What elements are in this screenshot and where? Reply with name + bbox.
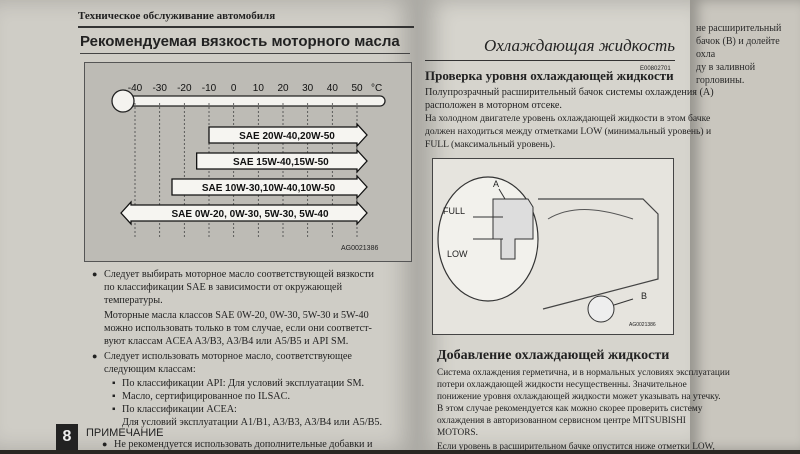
page-number: 8 bbox=[56, 424, 78, 450]
text-line: потери охлаждающей жидкости несущественн… bbox=[437, 380, 687, 390]
section-title-oil: Рекомендуемая вязкость моторного масла bbox=[80, 33, 400, 50]
tick-label: 30 bbox=[302, 83, 314, 94]
text-line: расположен в моторном отсеке. bbox=[425, 100, 562, 111]
text-line: охлаждения в авторизованном сервисном це… bbox=[437, 416, 686, 426]
engine-outline bbox=[538, 198, 659, 310]
label-low: LOW bbox=[447, 249, 468, 259]
bullet-2: Следует использовать моторное масло, соо… bbox=[92, 350, 352, 376]
text-line: В этом случае рекомендуется как можно ск… bbox=[437, 404, 703, 414]
section-title-coolant: Охлаждающая жидкость bbox=[484, 36, 676, 55]
tick-label: 50 bbox=[351, 83, 363, 94]
paragraph-tank: Полупрозрачный расширительный бачок сист… bbox=[425, 86, 714, 112]
subtitle-check-level: Проверка уровня охлаждающей жидкости bbox=[425, 68, 674, 83]
viscosity-chart-svg: -40 -30 -20 -10 0 10 20 30 40 50 °C SAE 20W-40,20W-… bbox=[111, 83, 386, 238]
text-line: по классификации SAE в зависимости от ок… bbox=[104, 282, 343, 293]
note-title: ПРИМЕЧАНИЕ bbox=[86, 427, 164, 439]
diagram-code: AG0021386 bbox=[629, 322, 656, 328]
text-line: не расширительный bbox=[696, 23, 782, 34]
subitem-acea: По классификации ACEA: bbox=[112, 403, 237, 416]
text-line: Следует использовать моторное масло, соо… bbox=[104, 351, 352, 362]
text-line: вуют классам ACEA A3/B3, A3/B4 или A5/B5… bbox=[104, 336, 349, 347]
text-line: Следует выбирать моторное масло соответс… bbox=[104, 269, 374, 280]
subitem-api: По классификации API: Для условий эксплу… bbox=[112, 377, 364, 390]
paragraph-system: Система охлаждения герметична, и в норма… bbox=[437, 367, 730, 439]
text-line: понижение уровня охлаждающей жидкости мо… bbox=[437, 392, 721, 402]
viscosity-chart: -40 -30 -20 -10 0 10 20 30 40 50 °C SAE 20W-40,20W-… bbox=[84, 62, 412, 262]
thermometer-bulb bbox=[111, 89, 135, 113]
label-a: A bbox=[493, 179, 500, 189]
text-line: можно использовать только в том случае, … bbox=[104, 323, 372, 334]
text-line: следующим классам: bbox=[104, 364, 196, 375]
text-line: Моторные масла классов SAE 0W-20, 0W-30,… bbox=[104, 310, 369, 321]
range-arrow bbox=[208, 122, 368, 148]
header-rule bbox=[78, 26, 414, 28]
text-line: На холодном двигателе уровень охлаждающе… bbox=[425, 113, 711, 124]
text-line: ду в заливной горловины. bbox=[696, 62, 756, 86]
section-rule bbox=[425, 60, 675, 61]
paragraph-level: На холодном двигателе уровень охлаждающе… bbox=[425, 112, 711, 151]
text-line: температуры. bbox=[104, 295, 163, 306]
text-line: FULL (максимальный уровень). bbox=[425, 139, 556, 150]
range-label: SAE 0W-20, 0W-30, 5W-30, 5W-40 bbox=[171, 209, 328, 220]
text-line: Полупрозрачный расширительный бачок сист… bbox=[425, 87, 714, 98]
bullet-1: Следует выбирать моторное масло соответс… bbox=[92, 268, 374, 307]
subtitle-add-coolant: Добавление охлаждающей жидкости bbox=[437, 348, 670, 363]
tick-label: 40 bbox=[327, 83, 339, 94]
section-code: E00802701 bbox=[640, 66, 671, 72]
range-label: SAE 15W-40,15W-50 bbox=[233, 157, 329, 168]
subitem-ilsac: Масло, сертифицированное по ILSAC. bbox=[112, 390, 290, 403]
text-line: бачок (B) и долейте охла bbox=[696, 36, 780, 60]
running-head: Техническое обслуживание автомобиля bbox=[78, 10, 276, 22]
range-arrow bbox=[120, 200, 368, 226]
paragraph-acea: Моторные масла классов SAE 0W-20, 0W-30,… bbox=[104, 309, 372, 348]
note-bullet: Не рекомендуется использовать дополнител… bbox=[102, 438, 373, 451]
label-b: B bbox=[641, 291, 648, 301]
acea-conditions: Для условий эксплуатации A1/B1, A3/B3, A… bbox=[122, 417, 383, 428]
text-line: должен находиться между отметками LOW (м… bbox=[425, 126, 712, 137]
tick-label: 10 bbox=[253, 83, 265, 94]
tick-label: -40 bbox=[128, 83, 143, 94]
range-arrow bbox=[171, 174, 368, 200]
hose-line bbox=[547, 209, 634, 220]
tick-label: 20 bbox=[277, 83, 289, 94]
coolant-diagram-svg bbox=[437, 176, 659, 323]
tick-label: -10 bbox=[202, 83, 217, 94]
leader-b bbox=[613, 298, 634, 306]
thermometer-tube bbox=[122, 95, 386, 107]
text-line: Система охлаждения герметична, и в норма… bbox=[437, 368, 730, 378]
cap-b bbox=[587, 295, 615, 323]
figure-code: AG0021386 bbox=[341, 245, 379, 252]
coolant-tank-diagram: A B FULL LOW AG0021386 bbox=[432, 158, 674, 335]
unit-label: °C bbox=[371, 83, 382, 94]
range-label: SAE 10W-30,10W-40,10W-50 bbox=[202, 183, 336, 194]
title-rule bbox=[80, 53, 410, 54]
leader-a bbox=[498, 188, 506, 200]
label-full: FULL bbox=[443, 206, 466, 216]
tick-label: -20 bbox=[177, 83, 192, 94]
far-page-text: не расширительный бачок (B) и долейте ох… bbox=[696, 22, 800, 87]
paragraph-level-low: Если уровень в расширительном бачке опус… bbox=[437, 442, 715, 452]
far-page bbox=[690, 0, 800, 450]
range-label: SAE 20W-40,20W-50 bbox=[239, 131, 335, 142]
text-line: MOTORS. bbox=[437, 428, 478, 438]
range-arrow bbox=[196, 148, 368, 174]
tick-label: -30 bbox=[152, 83, 167, 94]
tick-label: 0 bbox=[231, 83, 237, 94]
